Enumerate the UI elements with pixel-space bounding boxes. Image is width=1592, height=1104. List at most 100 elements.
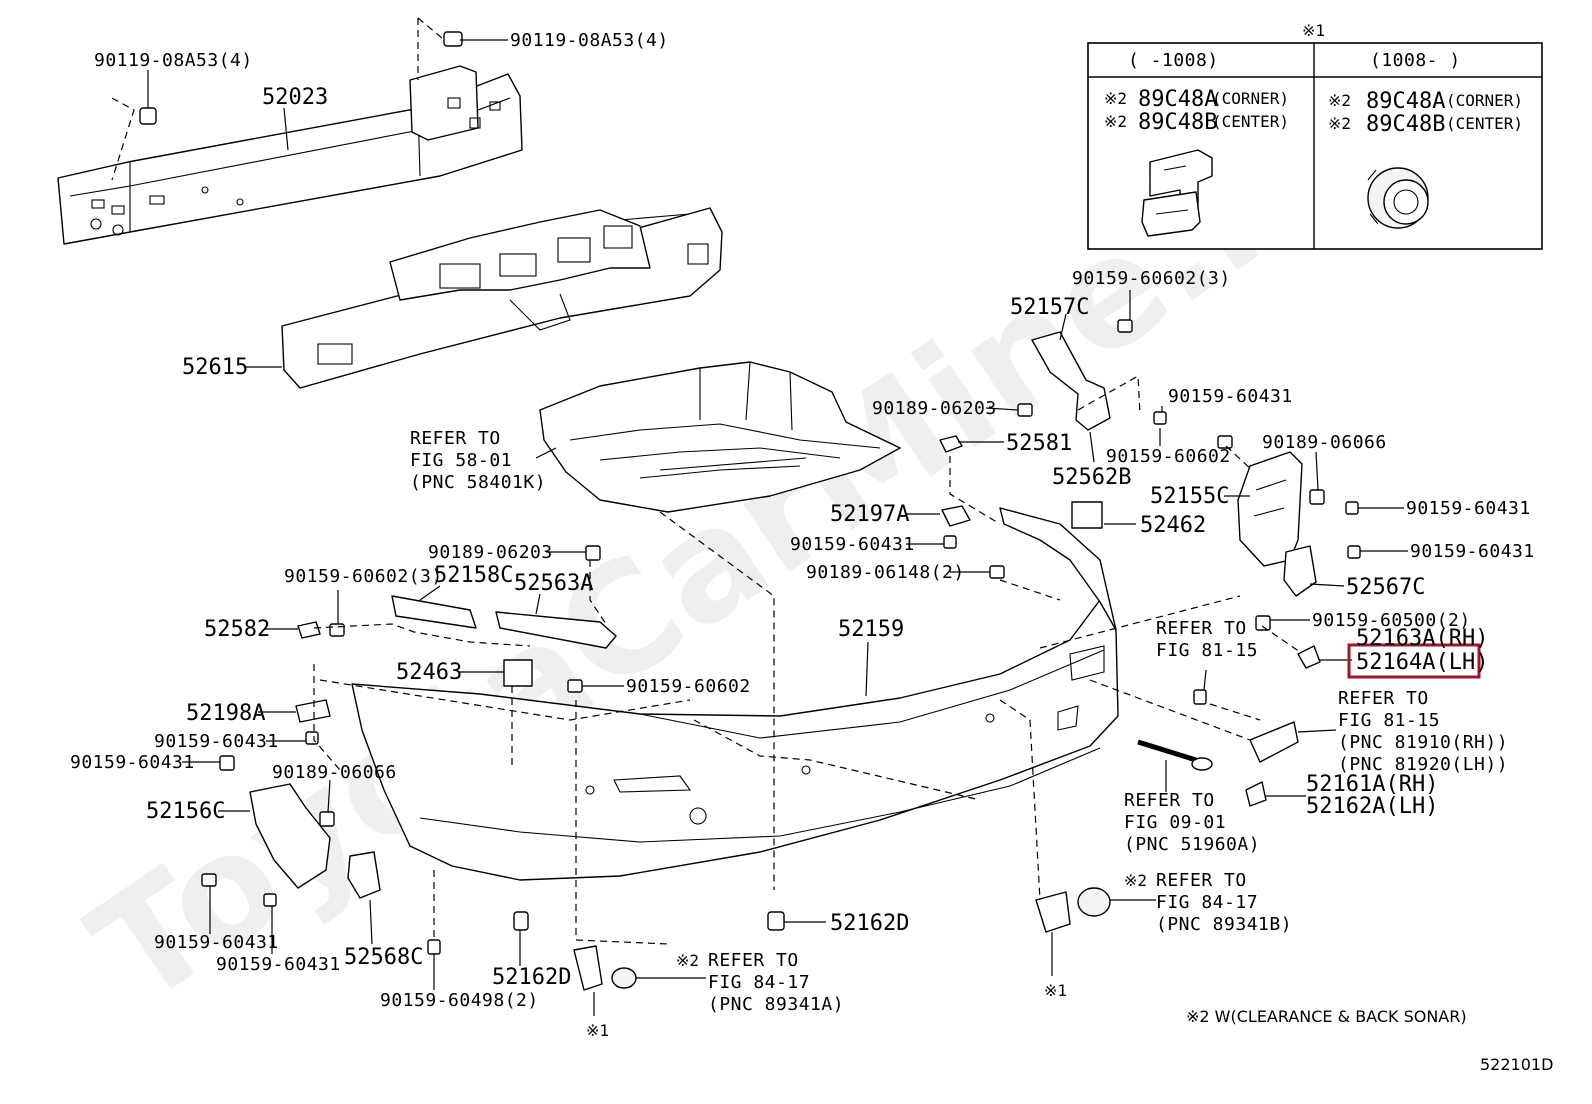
label-ref-84-b-line1: REFER TO [1156,870,1247,891]
label-ref-84-b-mark: ※2 [1124,871,1147,890]
label-ref-58-line2: FIG 58-01 [410,450,512,471]
label-52157c: 52157C [1010,295,1089,320]
fasteners [201,319,1361,955]
inset-left-header: ( -1008) [1128,50,1219,71]
label-52164a: 52164A(LH) [1356,650,1488,675]
label-52615: 52615 [182,355,248,380]
bracket-52568c [347,851,381,899]
leader-lines [147,39,1408,1016]
inset-right-header: (1008- ) [1370,50,1461,71]
label-52462: 52462 [1140,513,1206,538]
label-90189-06066-right: 90189-06066 [1262,432,1387,453]
bolt-90119-b [139,107,157,125]
inset-right-row1-part: 89C48A [1366,89,1445,114]
label-90119-08a53-left: 90119-08A53(4) [94,50,253,71]
label-ref-09-line3: (PNC 51960A) [1124,834,1260,855]
label-90189-06148: 90189-06148(2) [806,562,965,583]
sensor-bracket-drawing [1141,149,1213,237]
label-90159-60498: 90159-60498(2) [380,990,539,1011]
label-52162d-center: 52162D [830,911,909,936]
label-52163a: 52163A(RH) [1356,626,1488,651]
inset-left-row2-part: 89C48B [1138,110,1217,135]
label-ref-81-b-line1: REFER TO [1338,688,1429,709]
inset-right-row2-desc: (CENTER) [1446,114,1523,133]
inset-mark: ※1 [1302,21,1325,40]
label-ref-84-b-line3: (PNC 89341B) [1156,914,1292,935]
label-52162a: 52162A(LH) [1306,794,1438,819]
clip-52581 [939,435,963,453]
label-90119-08a53-right: 90119-08A53(4) [510,30,669,51]
label-52463: 52463 [396,660,462,685]
label-ref-84-a-mark: ※2 [676,951,699,970]
inset-table: ※1 ( -1008) (1008- ) ※2 89C48A (CORNER) … [1087,21,1543,250]
label-52568c: 52568C [344,945,423,970]
label-90159-60431-bottom-1: 90159-60431 [154,932,279,953]
label-52198a: 52198A [186,701,265,726]
label-90159-60500: 90159-60500(2) [1312,610,1471,631]
pad-52463 [503,659,533,687]
label-90189-06203-top: 90189-06203 [872,398,997,419]
label-90159-60431-bottom-2: 90159-60431 [216,954,341,975]
label-52156c: 52156C [146,799,225,824]
bracket-52155c [1237,451,1303,567]
label-90159-60602-mid: 90159-60602 [626,676,751,697]
note-sonar: ※2 W(CLEARANCE & BACK SONAR) [1186,1007,1467,1026]
towing-eye [1137,739,1213,771]
label-52562b: 52562B [1052,465,1131,490]
inset-left-row1-desc: (CORNER) [1212,89,1289,108]
inset-right-row2-mark: ※2 [1328,114,1351,133]
label-90159-60431-mid: 90159-60431 [790,534,915,555]
label-ref-58-line3: (PNC 58401K) [410,472,546,493]
retainer-52198a [295,699,331,723]
label-ref-58-line1: REFER TO [410,428,501,449]
label-52158c: 52158C [434,563,513,588]
retainer-52563a [495,611,617,649]
label-ref-81-b-line3: (PNC 81910(RH)) [1338,732,1508,753]
bolt-90119-a [443,31,463,47]
part-labels: 90119-08A53(4) 90119-08A53(4) 52023 5261… [70,30,1553,1074]
label-90159-60431-top: 90159-60431 [1168,386,1293,407]
reflector-52164a [1297,645,1321,669]
cap-52162a [1245,781,1267,807]
bumper-absorber-52615 [281,207,723,389]
label-mark-1-bottom-left: ※1 [586,1021,609,1040]
assembly-dashed-lines [111,17,1301,945]
label-ref-84-a-line1: REFER TO [708,950,799,971]
label-52023: 52023 [262,85,328,110]
label-ref-81-b-line2: FIG 81-15 [1338,710,1440,731]
label-52155c: 52155C [1150,484,1229,509]
inset-left-row1-part: 89C48A [1138,87,1217,112]
label-52161a: 52161A(RH) [1306,772,1438,797]
label-ref-09-line2: FIG 09-01 [1124,812,1226,833]
label-ref-81-a-line2: FIG 81-15 [1156,640,1258,661]
clip-52582 [297,621,321,639]
label-52581: 52581 [1006,431,1072,456]
inset-left-row1-mark: ※2 [1104,89,1127,108]
retainer-52197a [941,505,971,527]
bracket-52157c [1031,331,1111,431]
label-52162d-left: 52162D [492,965,571,990]
label-52159: 52159 [838,617,904,642]
label-ref-84-b-line2: FIG 84-17 [1156,892,1258,913]
label-90159-60431-left-2: 90159-60431 [70,752,195,773]
sensor-bracket-bottom-right [1035,887,1111,933]
label-ref-84-a-line2: FIG 84-17 [708,972,810,993]
label-90159-60431-right-2: 90159-60431 [1410,541,1535,562]
label-90189-06203-left: 90189-06203 [428,542,553,563]
sonar-sensor-drawing [1367,167,1429,229]
label-ref-81-a-line1: REFER TO [1156,618,1247,639]
label-90159-60431-right-1: 90159-60431 [1406,498,1531,519]
inset-right-row1-desc: (CORNER) [1446,91,1523,110]
reflector-52161a [1249,721,1299,763]
label-52582: 52582 [204,617,270,642]
label-90159-60602-3-left: 90159-60602(3) [284,566,443,587]
label-52197a: 52197A [830,502,909,527]
bumper-reinforcement-52023 [57,65,523,245]
label-mark-1-bottom-right: ※1 [1044,981,1067,1000]
label-52563a: 52563A [514,571,593,596]
inset-right-row1-mark: ※2 [1328,91,1351,110]
sensor-bracket-bottom-left [573,945,637,991]
label-90159-60602-3-right: 90159-60602(3) [1072,268,1231,289]
inset-right-row2-part: 89C48B [1366,112,1445,137]
